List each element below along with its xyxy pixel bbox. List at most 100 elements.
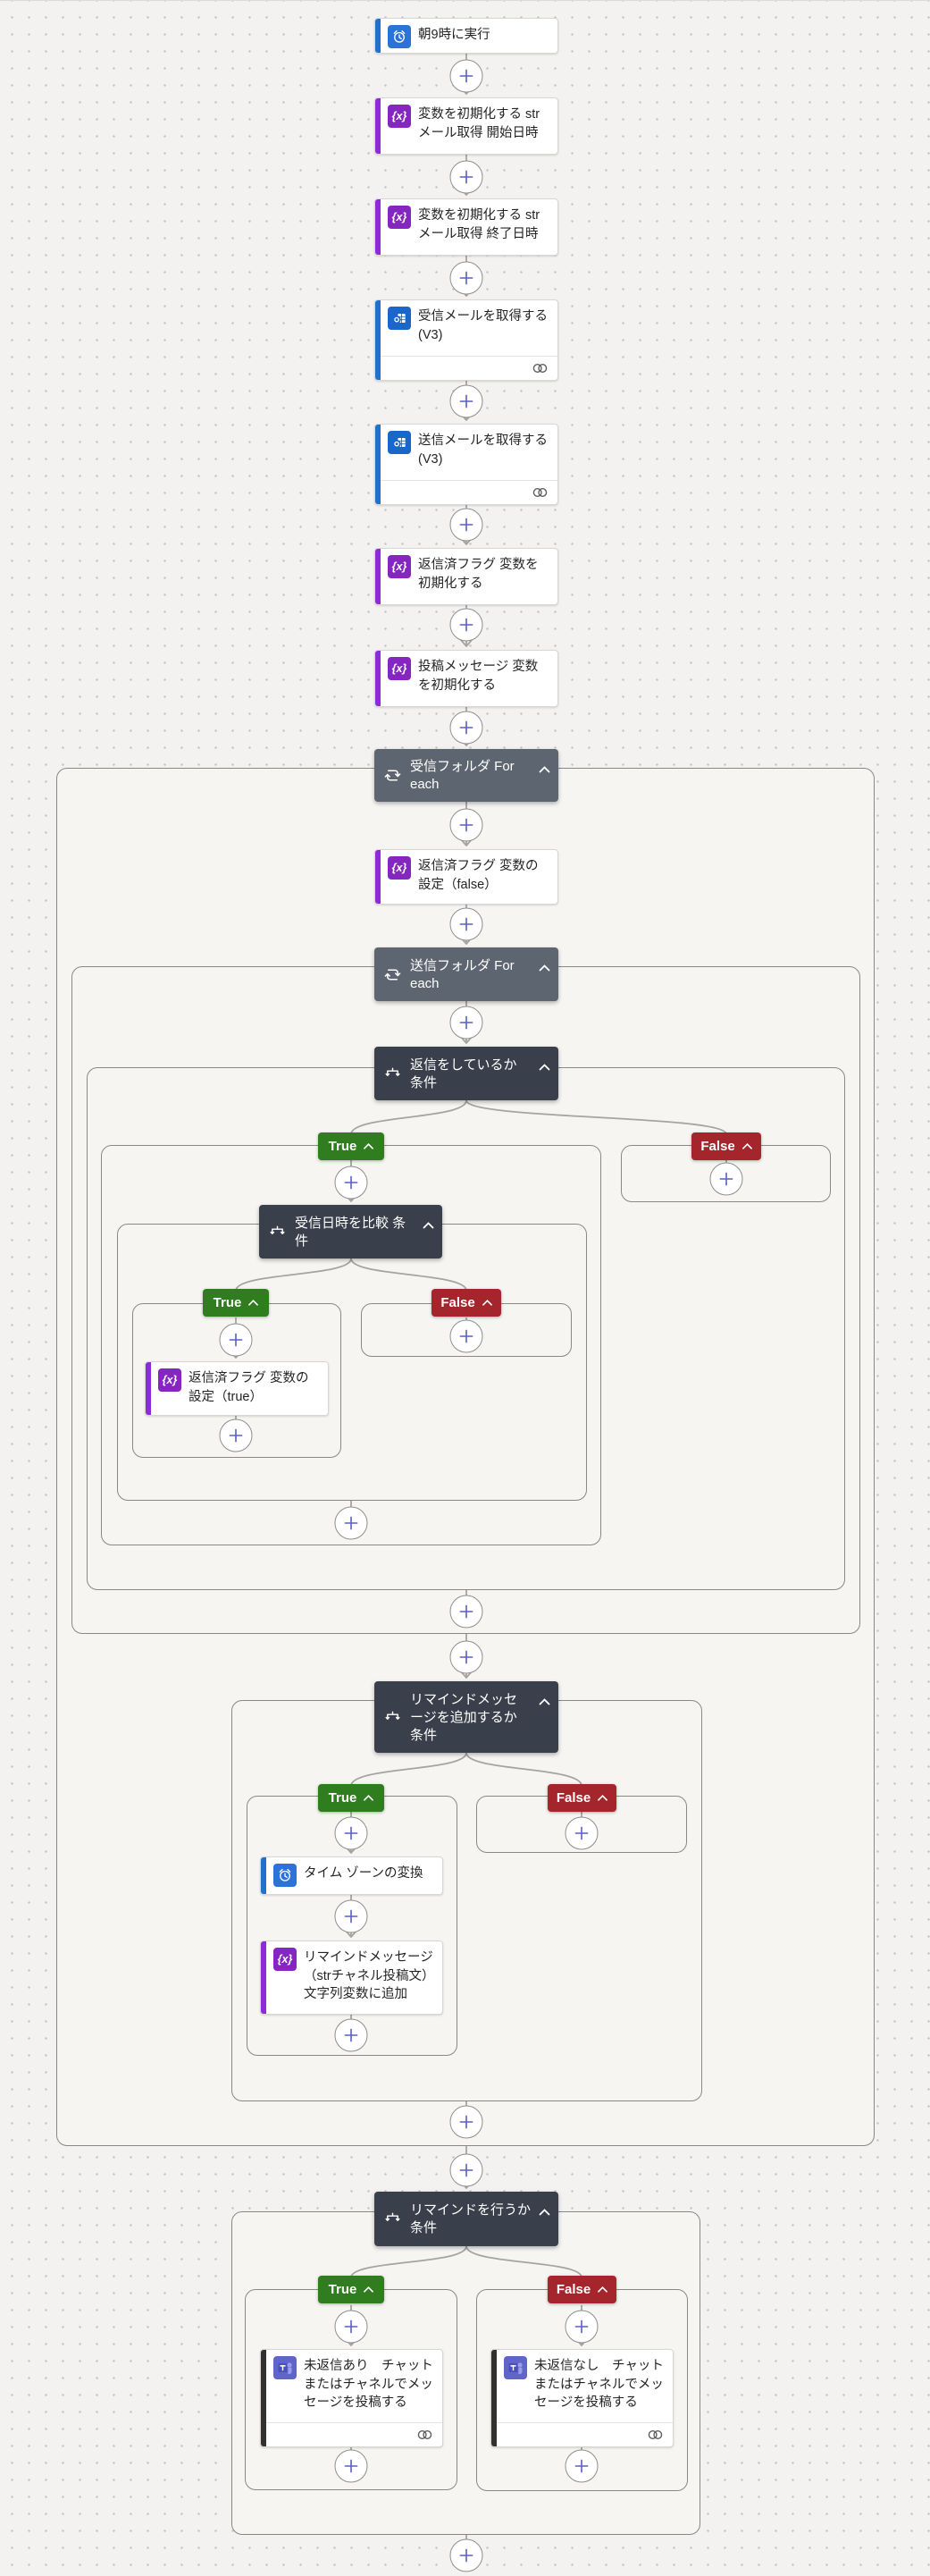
insert-step-button[interactable] (334, 1166, 368, 1200)
insert-step-button[interactable] (449, 1640, 483, 1674)
variable-x-icon: {x} (388, 206, 411, 229)
card-footer (381, 480, 557, 504)
condition-remind-header[interactable]: リマインドを行うか 条件 (374, 2192, 558, 2246)
header-title: 送信フォルダ For each (410, 957, 515, 991)
action-card-trigger[interactable]: 朝9時に実行 (374, 18, 558, 54)
true-branch-badge[interactable]: True (203, 1289, 269, 1317)
false-branch-badge[interactable]: False (548, 1784, 616, 1812)
variable-x-icon: {x} (388, 657, 411, 680)
insert-step-button[interactable] (449, 59, 483, 93)
action-card-init-end[interactable]: {x} 変数を初期化する str メール取得 終了日時 (374, 198, 558, 256)
action-card-set-false[interactable]: {x} 返信済フラグ 変数の設定（false） (374, 849, 558, 905)
insert-step-button[interactable] (334, 2310, 368, 2344)
action-card-get-inbox[interactable]: 受信メールを取得する (V3) (374, 299, 558, 381)
badge-label: True (328, 1139, 357, 1154)
insert-step-button[interactable] (449, 261, 483, 295)
insert-step-button[interactable] (449, 808, 483, 842)
insert-step-button[interactable] (219, 1418, 253, 1452)
action-card-teams-unreplied[interactable]: 未返信あり チャットまたはチャネルでメッセージを投稿する (260, 2349, 443, 2447)
header-title: 受信日時を比較 条件 (295, 1215, 406, 1249)
condition-icon (382, 2210, 402, 2227)
card-title: 朝9時に実行 (418, 28, 490, 42)
chevron-up-icon[interactable] (423, 1217, 434, 1233)
card-title: 未返信あり チャットまたはチャネルでメッセージを投稿する (304, 2359, 433, 2410)
true-branch-badge[interactable]: True (318, 1784, 384, 1812)
insert-step-button[interactable] (565, 1816, 599, 1850)
false-branch-badge[interactable]: False (691, 1132, 761, 1160)
chevron-up-icon (248, 1300, 259, 1306)
insert-step-button[interactable] (449, 1595, 483, 1629)
insert-step-button[interactable] (449, 1006, 483, 1040)
card-title: 投稿メッセージ 変数を初期化する (418, 660, 539, 693)
teams-icon (273, 2356, 297, 2379)
card-title: 変数を初期化する str メール取得 終了日時 (418, 208, 540, 241)
loop-icon (382, 767, 402, 784)
insert-step-button[interactable] (449, 2105, 483, 2139)
chevron-up-icon[interactable] (539, 1059, 550, 1075)
insert-step-button[interactable] (449, 160, 483, 194)
insert-step-button[interactable] (334, 1816, 368, 1850)
action-card-init-start[interactable]: {x} 変数を初期化する str メール取得 開始日時 (374, 97, 558, 155)
card-title: 未返信なし チャットまたはチャネルでメッセージを投稿する (534, 2359, 664, 2410)
card-title: リマインドメッセージ（strチャネル投稿文）文字列変数に追加 (304, 1950, 435, 2001)
insert-step-button[interactable] (565, 2449, 599, 2483)
action-card-get-sent[interactable]: 送信メールを取得する (V3) (374, 424, 558, 505)
insert-step-button[interactable] (334, 2449, 368, 2483)
insert-step-button[interactable] (334, 2018, 368, 2052)
action-card-init-replied[interactable]: {x} 返信済フラグ 変数を初期化する (374, 548, 558, 605)
insert-step-button[interactable] (449, 2153, 483, 2187)
header-title: 返信をしているか 条件 (410, 1056, 517, 1090)
insert-step-button[interactable] (709, 1162, 743, 1196)
connection-icon (532, 488, 548, 497)
action-card-teams-replied[interactable]: 未返信なし チャットまたはチャネルでメッセージを投稿する (490, 2349, 674, 2447)
variable-x-icon: {x} (273, 1948, 297, 1971)
foreach-inbox-header[interactable]: 受信フォルダ For each (374, 749, 558, 802)
action-card-timezone[interactable]: タイム ゾーンの変換 (260, 1856, 443, 1895)
condition-replied-header[interactable]: 返信をしているか 条件 (374, 1047, 558, 1100)
action-card-set-true[interactable]: {x} 返信済フラグ 変数の設定（true） (145, 1361, 329, 1416)
false-branch-badge[interactable]: False (431, 1289, 501, 1317)
insert-step-button[interactable] (334, 1899, 368, 1933)
insert-step-button[interactable] (219, 1323, 253, 1357)
connection-icon (417, 2430, 432, 2439)
badge-label: False (700, 1139, 735, 1154)
insert-step-button[interactable] (449, 711, 483, 745)
chevron-up-icon[interactable] (539, 2204, 550, 2220)
insert-step-button[interactable] (449, 608, 483, 642)
insert-step-button[interactable] (565, 2310, 599, 2344)
chevron-up-icon[interactable] (539, 1694, 550, 1710)
chevron-up-icon (364, 2286, 374, 2293)
outlook-icon (388, 431, 411, 454)
card-footer (381, 356, 557, 380)
card-title: タイム ゾーンの変換 (304, 1866, 423, 1881)
condition-add-reminder-header[interactable]: リマインドメッセージを追加するか 条件 (374, 1681, 558, 1753)
condition-icon (267, 1224, 287, 1241)
insert-step-button[interactable] (449, 1319, 483, 1353)
condition-icon (382, 1709, 402, 1726)
badge-label: True (328, 2282, 357, 2297)
action-card-append-message[interactable]: {x} リマインドメッセージ（strチャネル投稿文）文字列変数に追加 (260, 1940, 443, 2015)
card-title: 変数を初期化する str メール取得 開始日時 (418, 107, 540, 140)
foreach-sent-header[interactable]: 送信フォルダ For each (374, 947, 558, 1001)
insert-step-button[interactable] (449, 384, 483, 418)
insert-step-button[interactable] (449, 2538, 483, 2572)
condition-date-header[interactable]: 受信日時を比較 条件 (259, 1205, 442, 1259)
false-branch-badge[interactable]: False (548, 2276, 616, 2303)
chevron-up-icon (364, 1795, 374, 1801)
card-title: 受信メールを取得する (V3) (418, 309, 548, 342)
insert-step-button[interactable] (449, 508, 483, 542)
header-title: リマインドを行うか 条件 (410, 2202, 532, 2235)
action-card-init-post[interactable]: {x} 投稿メッセージ 変数を初期化する (374, 650, 558, 707)
chevron-up-icon[interactable] (539, 960, 550, 976)
badge-label: False (556, 2282, 591, 2297)
clock-icon (388, 25, 411, 48)
true-branch-badge[interactable]: True (318, 2276, 384, 2303)
insert-step-button[interactable] (449, 907, 483, 941)
card-title: 返信済フラグ 変数を初期化する (418, 558, 539, 591)
insert-step-button[interactable] (334, 1506, 368, 1540)
variable-x-icon: {x} (388, 105, 411, 128)
chevron-up-icon[interactable] (539, 762, 550, 778)
true-branch-badge[interactable]: True (318, 1132, 384, 1160)
teams-icon (504, 2356, 527, 2379)
